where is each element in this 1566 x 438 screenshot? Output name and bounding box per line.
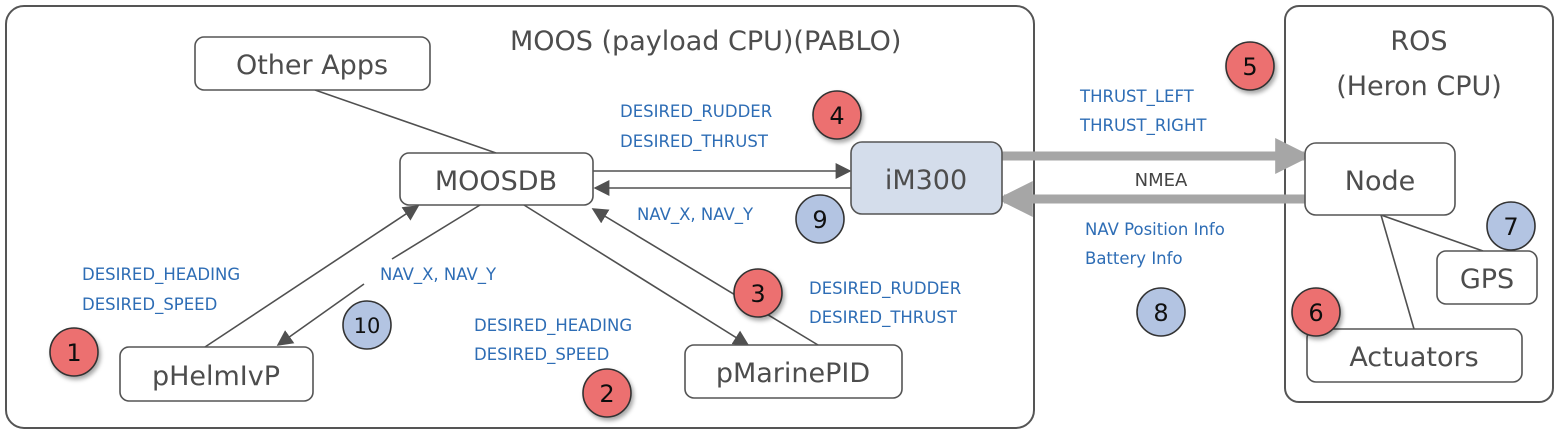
ros-container-title-line1: ROS xyxy=(1390,26,1447,57)
badge-2-circle xyxy=(582,368,632,418)
arrow-pmarinepid-to-moosdb xyxy=(591,208,819,346)
node-im300[interactable]: iM300 xyxy=(850,141,1003,215)
badge-3: 3 xyxy=(733,268,783,318)
pmarinepid-box[interactable] xyxy=(684,344,903,399)
moos-container-border xyxy=(5,5,1035,429)
arrow-helm-to-moosdb xyxy=(204,205,420,348)
badge-3-circle xyxy=(733,268,783,318)
badge-3-label: 3 xyxy=(750,280,765,308)
msg-node-to-im300: NAV Position Info Battery Info xyxy=(1085,220,1225,268)
msg-db-to-helm-line1: NAV_X, NAV_Y xyxy=(380,265,497,285)
node-pmarinepid[interactable]: pMarinePID xyxy=(684,344,903,399)
badge-7-label: 7 xyxy=(1503,213,1518,241)
ros-container-title-line2: (Heron CPU) xyxy=(1336,71,1502,102)
pmarinepid-label: pMarinePID xyxy=(716,358,870,389)
msg-db-to-im300-line2: DESIRED_THRUST xyxy=(620,132,769,152)
msg-helm-to-db-line1: DESIRED_HEADING xyxy=(82,265,240,285)
node-gps[interactable]: GPS xyxy=(1436,250,1538,305)
badge-5-circle xyxy=(1225,41,1275,91)
badge-2-label: 2 xyxy=(599,380,614,408)
msg-im300-to-node-line2: THRUST_RIGHT xyxy=(1079,116,1207,136)
node-moosdb[interactable]: MOOSDB xyxy=(399,152,594,206)
other-apps-label: Other Apps xyxy=(236,50,388,81)
badge-6-label: 6 xyxy=(1308,299,1323,327)
msg-db-to-helm: NAV_X, NAV_Y xyxy=(380,265,497,285)
msg-im300-to-node: THRUST_LEFT THRUST_RIGHT xyxy=(1079,87,1207,136)
badge-10: 10 xyxy=(342,300,392,350)
msg-db-to-im300-line1: DESIRED_RUDDER xyxy=(620,102,772,122)
phelmivp-box[interactable] xyxy=(119,346,314,402)
gps-label: GPS xyxy=(1460,264,1514,295)
node-ros-node[interactable]: Node xyxy=(1304,142,1456,216)
ros-node-box[interactable] xyxy=(1304,142,1456,216)
msg-db-to-im300: DESIRED_RUDDER DESIRED_THRUST xyxy=(620,102,772,152)
ros-node-label: Node xyxy=(1345,166,1415,197)
im300-box[interactable] xyxy=(850,141,1003,215)
msg-pid-to-db: DESIRED_RUDDER DESIRED_THRUST xyxy=(809,279,961,328)
badge-6: 6 xyxy=(1291,287,1341,337)
badge-7-circle xyxy=(1486,201,1536,251)
msg-db-to-pid-line1: DESIRED_HEADING xyxy=(474,316,632,336)
msg-helm-to-db: DESIRED_HEADING DESIRED_SPEED xyxy=(82,265,240,315)
node-phelmivp[interactable]: pHelmIvP xyxy=(119,346,314,402)
badge-5-label: 5 xyxy=(1242,53,1257,81)
moosdb-label: MOOSDB xyxy=(435,166,557,197)
gps-box[interactable] xyxy=(1436,250,1538,305)
badge-10-circle xyxy=(342,300,392,350)
msg-node-to-im300-line1: NAV Position Info xyxy=(1085,220,1225,239)
msg-im300-to-db: NAV_X, NAV_Y xyxy=(637,205,754,225)
badge-5: 5 xyxy=(1225,41,1275,91)
actuators-box[interactable] xyxy=(1306,328,1523,383)
badge-8-label: 8 xyxy=(1153,299,1168,327)
badge-1: 1 xyxy=(49,327,99,377)
badge-4-circle xyxy=(812,90,862,140)
msg-helm-to-db-line2: DESIRED_SPEED xyxy=(82,295,217,315)
badge-2: 2 xyxy=(582,368,632,418)
arrow-moosdb-to-helm xyxy=(276,283,365,346)
other-apps-box[interactable] xyxy=(194,36,431,91)
node-actuators[interactable]: Actuators xyxy=(1306,328,1523,383)
msg-im300-to-node-line1: THRUST_LEFT xyxy=(1079,87,1195,107)
badge-8: 8 xyxy=(1136,287,1186,337)
im300-label: iM300 xyxy=(885,165,967,196)
moos-container-title: MOOS (payload CPU)(PABLO) xyxy=(510,26,901,57)
badge-4: 4 xyxy=(812,90,862,140)
msg-pid-to-db-line2: DESIRED_THRUST xyxy=(809,308,958,328)
connector-otherapps-moosdb xyxy=(314,89,497,154)
badge-9-circle xyxy=(795,194,845,244)
moos-container: MOOS (payload CPU)(PABLO) xyxy=(5,5,1035,429)
badge-1-circle xyxy=(49,327,99,377)
msg-pid-to-db-line1: DESIRED_RUDDER xyxy=(809,279,961,299)
badge-8-circle xyxy=(1136,287,1186,337)
badge-6-circle xyxy=(1291,287,1341,337)
badge-7: 7 xyxy=(1486,201,1536,251)
connector-node-gps xyxy=(1380,214,1484,252)
moosdb-box[interactable] xyxy=(399,152,594,206)
badge-4-label: 4 xyxy=(829,102,844,130)
msg-node-to-im300-line2: Battery Info xyxy=(1085,249,1183,268)
node-other-apps[interactable]: Other Apps xyxy=(194,36,431,91)
msg-db-to-pid: DESIRED_HEADING DESIRED_SPEED xyxy=(474,316,632,365)
actuators-label: Actuators xyxy=(1349,342,1478,373)
badge-10-label: 10 xyxy=(354,314,381,338)
arrow-moosdb-to-helm-seg1 xyxy=(391,204,481,260)
phelmivp-label: pHelmIvP xyxy=(152,361,280,392)
link-protocol-label: NMEA xyxy=(1135,170,1188,191)
badge-9-label: 9 xyxy=(812,206,827,234)
arrow-moosdb-to-pmarinepid xyxy=(523,204,750,346)
badge-9: 9 xyxy=(795,194,845,244)
connector-node-actuators xyxy=(1380,214,1415,330)
msg-im300-to-db-line1: NAV_X, NAV_Y xyxy=(637,205,754,225)
msg-db-to-pid-line2: DESIRED_SPEED xyxy=(474,345,609,365)
badge-1-label: 1 xyxy=(66,339,81,367)
